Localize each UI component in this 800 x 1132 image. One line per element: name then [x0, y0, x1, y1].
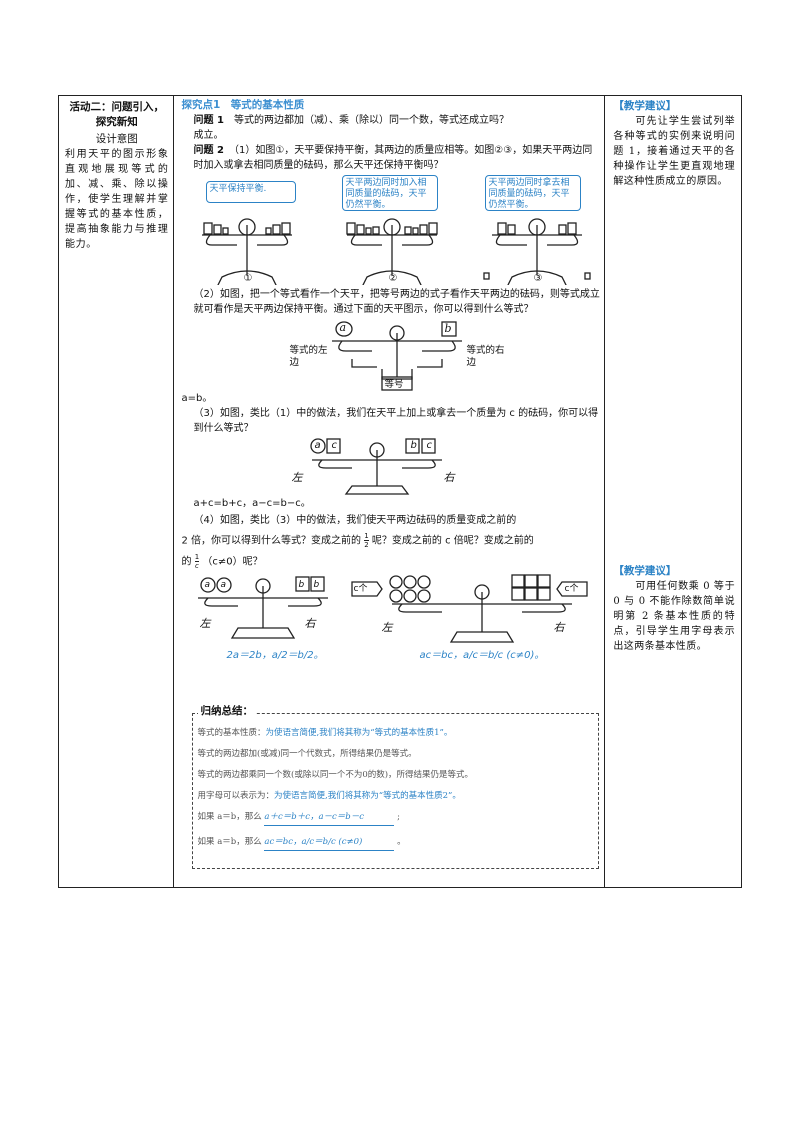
multiply-balance-illustration — [197, 574, 588, 643]
teaching-advice-body-2: 可用任何数乘 0 等于 0 与 0 不能作除数简单说明第 2 条基本性质的特点，… — [613, 581, 735, 652]
equal-sign-label: 等号 — [384, 379, 404, 390]
summary-line-5: 如果 a＝b，那么 a＋c＝b＋c，a－c＝b－c ; — [197, 810, 400, 826]
right-label: 右 — [443, 471, 455, 484]
question-2-text: （1）如图①，天平要保持平衡，其两边的质量应相等。如图②③，如果天平两边同时加入… — [193, 145, 593, 171]
weight-b-label: b — [444, 322, 452, 335]
summary-line-4: 用字母可以表示为：为使语言简便,我们将其称为“等式的基本性质2”。 — [198, 789, 461, 804]
weight-a-label: a — [339, 321, 347, 334]
fig4b-right-label: 右 — [553, 621, 565, 634]
left-side-label: 等式的左边 — [289, 345, 328, 368]
content-column: 探究点1 等式的基本性质 问题 1 等式的两边都加（减）、乘（除以）同一个数，等… — [172, 95, 606, 888]
paragraph-2: （2）如图，把一个等式看作一个天平，把等号两边的式子看作天平两边的砝码，则等式成… — [193, 289, 600, 315]
half-numerator: 1 — [364, 532, 369, 541]
teaching-advice-title-1: 【教学建议】 — [613, 100, 677, 112]
summary-line-4a: 用字母可以表示为： — [197, 791, 275, 801]
figure-number-2: ② — [388, 273, 398, 284]
balance-figure-2: a b 等式的左边 等式的右边 等号 — [182, 317, 601, 391]
summary-property-2-name: 为使语言简便,我们将其称为“等式的基本性质2”。 — [274, 791, 461, 801]
question-1-label: 问题 1 — [193, 115, 224, 126]
balance-illustration — [201, 218, 591, 285]
design-intent-body: 利用天平的图示形象直观地展现等式的加、减、乘、除以操作，使学生理解并掌握等式的基… — [65, 149, 169, 250]
balance-figures-1: 天平保持平衡. 天平两边同时加入相同质量的砝码，天平仍然平衡。 天平两边同时拿去… — [182, 175, 601, 285]
paragraph-4e: （c≠0）呢？ — [202, 556, 263, 568]
teaching-advice-body-1: 可先让学生尝试列举各种等式的实例来说明问题 1，接着通过天平的各种操作让学生更直… — [613, 116, 735, 187]
fig4-weight-a-2: a — [220, 580, 227, 590]
summary-line-1a: 等式的基本性质： — [197, 728, 266, 738]
bubble-balanced: 天平保持平衡. — [205, 181, 296, 203]
question-1-answer: 成立。 — [193, 130, 224, 141]
fig4-weight-b-1: b — [298, 580, 305, 590]
right-side-label: 等式的右边 — [466, 345, 505, 368]
lesson-table: 活动二：问题引入，探究新知 设计意图 利用天平的图示形象直观地展现等式的加、减、… — [58, 95, 742, 888]
balance-figure-4: a a b b c个 c个 左 右 左 右 2a＝2b，a/2＝b/2。 ac＝… — [182, 570, 601, 668]
add-c-balance-illustration — [309, 438, 442, 495]
bubble-add-weights: 天平两边同时加入相同质量的砝码，天平仍然平衡。 — [341, 175, 438, 211]
summary-box — [191, 713, 599, 869]
summary-line-6: 如果 a＝b，那么 ac＝bc，a/c＝b/c (c≠0) 。 — [198, 835, 406, 851]
summary-line-2: 等式的两边都加(或减)同一个代数式，所得结果仍是等式。 — [197, 749, 417, 759]
summary-line-1: 等式的基本性质：为使语言简便,我们将其称为“等式的基本性质1”。 — [198, 726, 453, 741]
weight-c-right: c — [426, 440, 433, 451]
paragraph-3: （3）如图，类比（1）中的做法，我们在天平上加上或拿去一个质量为 c 的砝码，你… — [193, 408, 599, 434]
paragraph-4c: 呢？变成之前的 c 倍呢？变成之前的 — [371, 535, 534, 547]
summary-line-6a: 如果 a＝b，那么 — [197, 837, 262, 847]
paragraph-4b: 2 倍，你可以得到什么等式？变成之前的 — [181, 535, 362, 547]
reciprocal-denominator: c — [194, 562, 199, 570]
half-denominator: 2 — [364, 541, 369, 549]
left-label: 左 — [291, 471, 303, 484]
property-2-formula: ac＝bc，a/c＝b/c (c≠0) — [264, 835, 395, 851]
balance-figure-3: a c b c 左 右 — [182, 436, 601, 496]
fig4b-left-label: 左 — [381, 621, 393, 634]
bubble-remove-weights: 天平两边同时拿去相同质量的砝码，天平仍然平衡。 — [484, 175, 581, 211]
c-times-left-label: c个 — [353, 584, 368, 594]
teaching-advice-title-2: 【教学建议】 — [613, 565, 677, 577]
summary-line-5a: 如果 a＝b，那么 — [197, 812, 262, 822]
weight-c-left: c — [331, 440, 338, 451]
figure-number-3: ③ — [533, 273, 543, 284]
teaching-advice-column: 【教学建议】 可先让学生尝试列举各种等式的实例来说明问题 1，接着通过天平的各种… — [604, 95, 742, 888]
multiply-equation-right: ac＝bc，a/c＝b/c (c≠0)。 — [419, 650, 545, 661]
answer-2: a=b。 — [181, 393, 213, 404]
c-times-right-label: c个 — [564, 584, 579, 594]
activity-heading: 活动二：问题引入，探究新知 — [69, 101, 165, 128]
weight-b: b — [410, 440, 417, 451]
paragraph-4d-line: 的 1 c （c≠0）呢？ — [182, 553, 601, 570]
paragraph-4d: 的 — [181, 556, 192, 568]
reciprocal-numerator: 1 — [194, 553, 200, 562]
question-1-text: 等式的两边都加（减）、乘（除以）同一个数，等式还成立吗？ — [233, 115, 509, 126]
paragraph-4a: （4）如图，类比（3）中的做法，我们使天平两边砝码的质量变成之前的 — [193, 515, 517, 526]
weight-a: a — [314, 440, 321, 451]
topic-title: 探究点1 等式的基本性质 — [181, 99, 305, 111]
paragraph-4b-line: 2 倍，你可以得到什么等式？变成之前的 1 2 呢？变成之前的 c 倍呢？变成之… — [182, 532, 601, 549]
figure-number-1: ① — [243, 273, 253, 284]
property-1-formula: a＋c＝b＋c，a－c＝b－c — [264, 810, 395, 826]
summary-property-1-name: 为使语言简便,我们将其称为“等式的基本性质1”。 — [265, 728, 453, 738]
summary-line-3: 等式的两边都乘同一个数(或除以同一个不为0的数)，所得结果仍是等式。 — [197, 770, 474, 780]
question-2-label: 问题 2 — [193, 145, 224, 156]
fig4-right-label: 右 — [304, 617, 316, 630]
fig4-weight-a-1: a — [204, 580, 211, 590]
summary-title: 归纳总结： — [197, 704, 256, 719]
design-intent-label: 设计意图 — [95, 133, 138, 145]
fig4-left-label: 左 — [199, 617, 211, 630]
multiply-equation-left: 2a＝2b，a/2＝b/2。 — [226, 650, 324, 661]
activity-column: 活动二：问题引入，探究新知 设计意图 利用天平的图示形象直观地展现等式的加、减、… — [58, 95, 174, 888]
equation-balance-illustration — [331, 321, 462, 391]
answer-3: a+c=b+c，a−c=b−c。 — [193, 498, 311, 509]
fig4-weight-b-2: b — [313, 580, 320, 590]
